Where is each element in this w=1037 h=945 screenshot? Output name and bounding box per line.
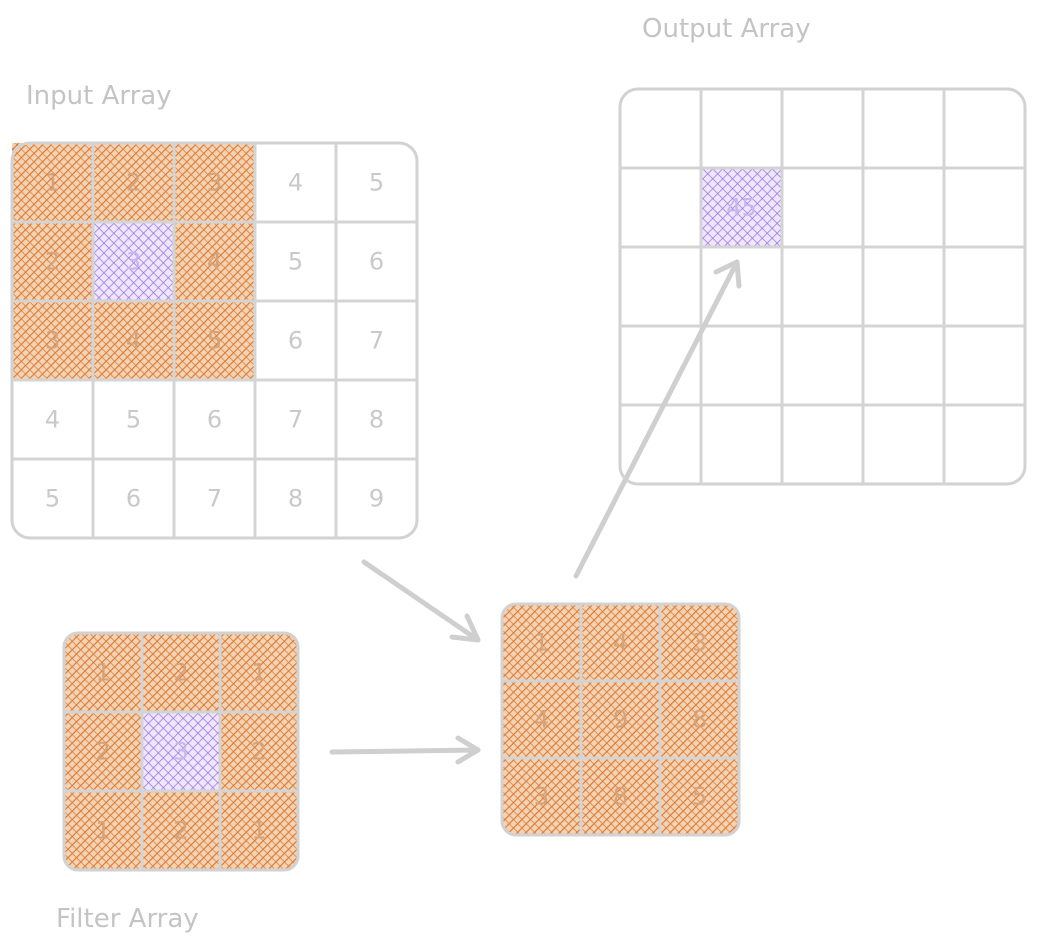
arrow-input-to-product: [361, 559, 481, 643]
filter-cell-value: 2: [251, 738, 266, 766]
product-cell-value: 5: [692, 783, 707, 811]
filter-array-grid: 1 2 1 2 3 2 1 2 1: [62, 631, 300, 872]
input-cell-value: 8: [369, 406, 384, 434]
product-fill: [502, 604, 739, 835]
input-cell-value: 9: [369, 485, 384, 513]
arrow-filter-to-product: [329, 735, 481, 765]
filter-center-highlight: [142, 712, 220, 791]
filter-cell-value: 1: [95, 659, 110, 687]
input-cell-value: 2: [126, 169, 141, 197]
filter-cell-value: 1: [95, 817, 110, 845]
filter-cell-value: 1: [251, 817, 266, 845]
product-cell-value: 3: [534, 783, 549, 811]
filter-cell-value: 2: [173, 659, 188, 687]
input-cell-value: 8: [288, 485, 303, 513]
filter-cell-value: 2: [173, 817, 188, 845]
input-center-highlight: [92, 221, 175, 302]
input-cell-value: 5: [369, 169, 384, 197]
input-cell-value: 5: [207, 327, 222, 355]
input-cell-value: 4: [45, 406, 60, 434]
filter-cell-value: 3: [173, 738, 188, 766]
filter-cell-value: 2: [95, 738, 110, 766]
product-cell-value: 4: [534, 706, 549, 734]
input-cell-value: 7: [207, 485, 222, 513]
product-cell-value: 1: [534, 629, 549, 657]
input-cell-value: 4: [288, 169, 303, 197]
input-cell-value: 3: [45, 327, 60, 355]
input-cell-value: 3: [126, 248, 141, 276]
input-cell-value: 6: [207, 406, 222, 434]
product-cell-value: 8: [692, 706, 707, 734]
output-array-label: Output Array: [642, 14, 811, 44]
output-cell-value: 45: [726, 194, 757, 222]
input-cell-value: 5: [288, 248, 303, 276]
input-array-grid: 1 2 3 4 5 2 3 4 5 6 3 4 5 6 7 4 5 6 7 8 5 6 7 8 9: [10, 141, 419, 540]
input-cell-value: 5: [126, 406, 141, 434]
input-cell-value: 4: [126, 327, 141, 355]
product-array-grid: 1 4 3 4 9 8 3 8 5: [500, 602, 741, 837]
input-cell-value: 3: [207, 169, 222, 197]
input-cell-value: 1: [45, 169, 60, 197]
input-cell-value: 6: [288, 327, 303, 355]
input-cell-value: 7: [288, 406, 303, 434]
arrow-product-to-output: [573, 259, 742, 579]
filter-cell-value: 1: [251, 659, 266, 687]
product-cell-value: 9: [613, 706, 628, 734]
input-cell-value: 5: [45, 485, 60, 513]
output-array-grid: 45: [618, 87, 1027, 486]
input-cell-value: 6: [369, 248, 384, 276]
product-cell-value: 4: [613, 629, 628, 657]
input-cell-value: 6: [126, 485, 141, 513]
product-cell-value: 3: [692, 629, 707, 657]
input-cell-value: 4: [207, 248, 222, 276]
input-cell-value: 2: [45, 248, 60, 276]
product-cell-value: 8: [613, 783, 628, 811]
input-cell-value: 7: [369, 327, 384, 355]
filter-array-label: Filter Array: [56, 904, 199, 934]
input-array-label: Input Array: [26, 81, 172, 111]
output-filled-cell: [701, 168, 782, 247]
